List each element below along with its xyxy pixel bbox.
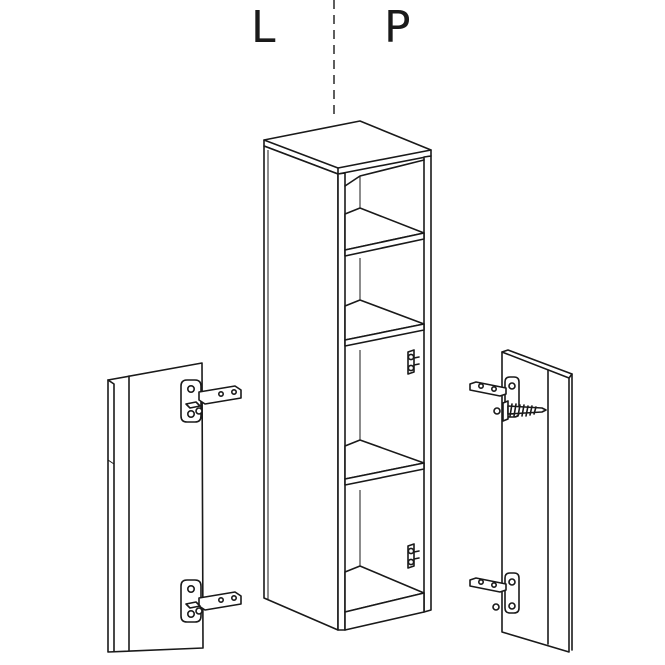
label-left-door-side: L [251,2,276,53]
hinge-arm [469,381,507,397]
cabinet-right-side-panel [423,155,432,613]
screw-icon [195,407,203,415]
screw-icon [493,407,501,415]
hinge-arm [469,577,507,593]
cabinet-shelf-1 [344,207,425,257]
left-door-hinge-lower [180,579,242,623]
cabinet-shelf-2 [344,258,425,347]
screw-icon [195,607,203,615]
left-door-panel [107,362,204,653]
left-door-hinge-upper [180,379,242,423]
right-door [469,349,573,653]
label-right-door-side: P [384,2,411,53]
cabinet-hinge-plate-lower [407,543,420,569]
wood-screw-icon [502,400,547,422]
cabinet-left-side-panel [263,145,339,631]
cabinet-front-edge [337,172,346,631]
right-door-hinge-lower [469,572,520,614]
right-door-hinge-upper [469,376,520,418]
left-door [107,362,242,653]
cabinet-bottom-shelf [344,490,425,631]
cabinet [263,120,432,631]
screw-icon [492,603,500,611]
cabinet-hinge-plate-upper [407,349,420,375]
cabinet-shelf-3 [344,350,425,486]
